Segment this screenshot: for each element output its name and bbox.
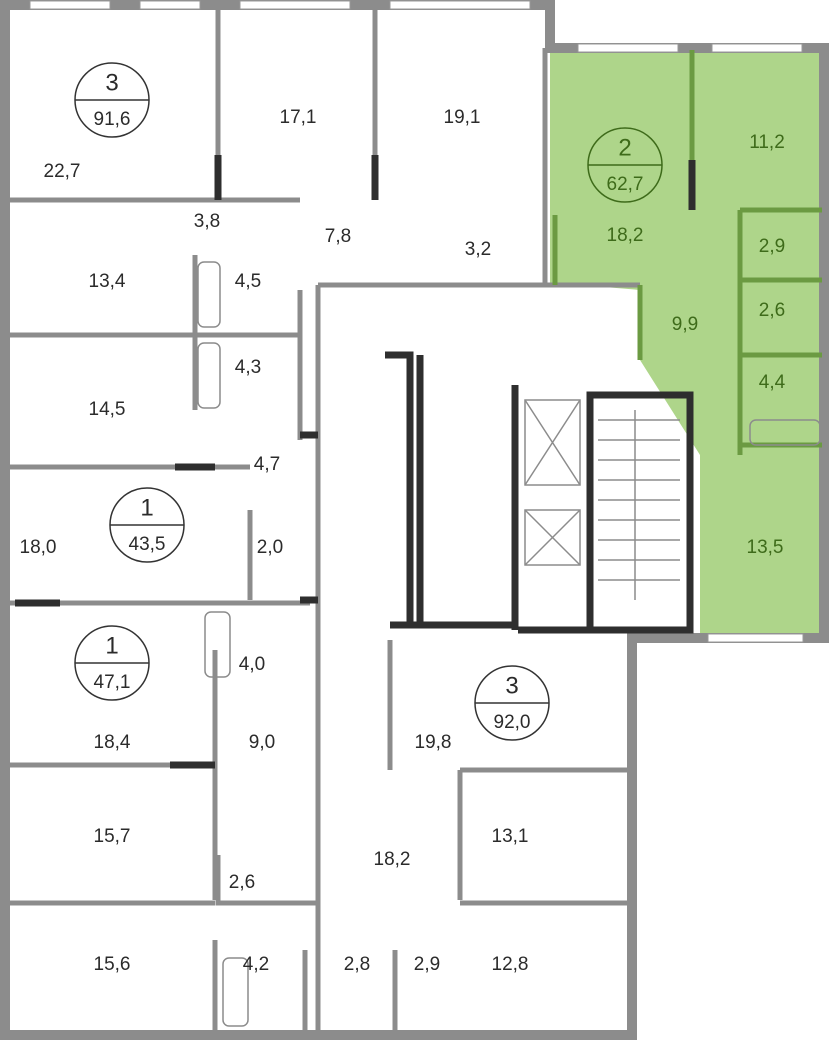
apartment-rooms: 2 <box>618 134 631 161</box>
room-area: 4,5 <box>235 271 261 292</box>
room-area: 9,0 <box>249 732 275 753</box>
room-area: 19,1 <box>444 107 481 128</box>
room-area: 18,4 <box>94 732 131 753</box>
apartment-badge[interactable]: 1 43,5 <box>109 487 185 563</box>
room-area: 13,4 <box>89 271 126 292</box>
room-area: 15,6 <box>94 954 131 975</box>
apartment-area: 62,7 <box>607 174 644 195</box>
room-area: 4,0 <box>239 654 265 675</box>
stairs <box>598 410 680 600</box>
elevator-shafts <box>524 399 581 566</box>
windows <box>29 0 804 643</box>
room-area: 9,9 <box>672 314 698 335</box>
apartment-badge[interactable]: 3 92,0 <box>474 665 550 741</box>
room-area: 19,8 <box>415 732 452 753</box>
room-area: 22,7 <box>44 161 81 182</box>
room-area: 18,0 <box>20 537 57 558</box>
apartment-area: 92,0 <box>494 712 531 733</box>
room-area: 3,2 <box>465 239 491 260</box>
apartment-rooms: 1 <box>105 632 118 659</box>
room-area: 14,5 <box>89 399 126 420</box>
apartment-badge[interactable]: 1 47,1 <box>74 625 150 701</box>
apartment-rooms: 1 <box>140 494 153 521</box>
room-area: 2,9 <box>414 954 440 975</box>
room-area: 11,2 <box>749 132 785 153</box>
room-area: 18,2 <box>374 849 411 870</box>
room-area: 3,8 <box>194 211 220 232</box>
apartment-area: 47,1 <box>94 672 131 693</box>
room-area: 4,7 <box>254 454 280 475</box>
room-area: 2,6 <box>759 300 785 321</box>
room-area: 2,8 <box>344 954 370 975</box>
room-area: 13,5 <box>747 537 784 558</box>
apartment-rooms: 3 <box>505 672 518 699</box>
room-area: 18,2 <box>607 225 644 246</box>
highlighted-apartment-2-room[interactable] <box>550 50 822 636</box>
interior-walls <box>5 5 822 1035</box>
room-area: 2,9 <box>759 236 785 257</box>
room-area: 2,6 <box>229 872 255 893</box>
room-area: 4,4 <box>759 372 786 393</box>
room-area: 15,7 <box>94 826 131 847</box>
room-labels: 22,7 17,1 19,1 3,8 7,8 3,2 18,2 11,2 2,9… <box>20 107 786 975</box>
apartment-area: 91,6 <box>94 109 131 130</box>
apartment-area: 43,5 <box>129 534 166 555</box>
room-area: 7,8 <box>325 226 351 247</box>
apartment-rooms: 3 <box>105 69 118 96</box>
apartment-badge[interactable]: 2 62,7 <box>587 127 663 203</box>
room-area: 13,1 <box>492 826 529 847</box>
room-area: 17,1 <box>280 107 317 128</box>
bathtubs <box>197 261 821 1027</box>
apartment-badge[interactable]: 3 91,6 <box>74 62 150 138</box>
room-area: 12,8 <box>492 954 529 975</box>
room-area: 4,3 <box>235 357 261 378</box>
room-area: 4,2 <box>243 954 269 975</box>
room-area: 2,0 <box>257 537 283 558</box>
